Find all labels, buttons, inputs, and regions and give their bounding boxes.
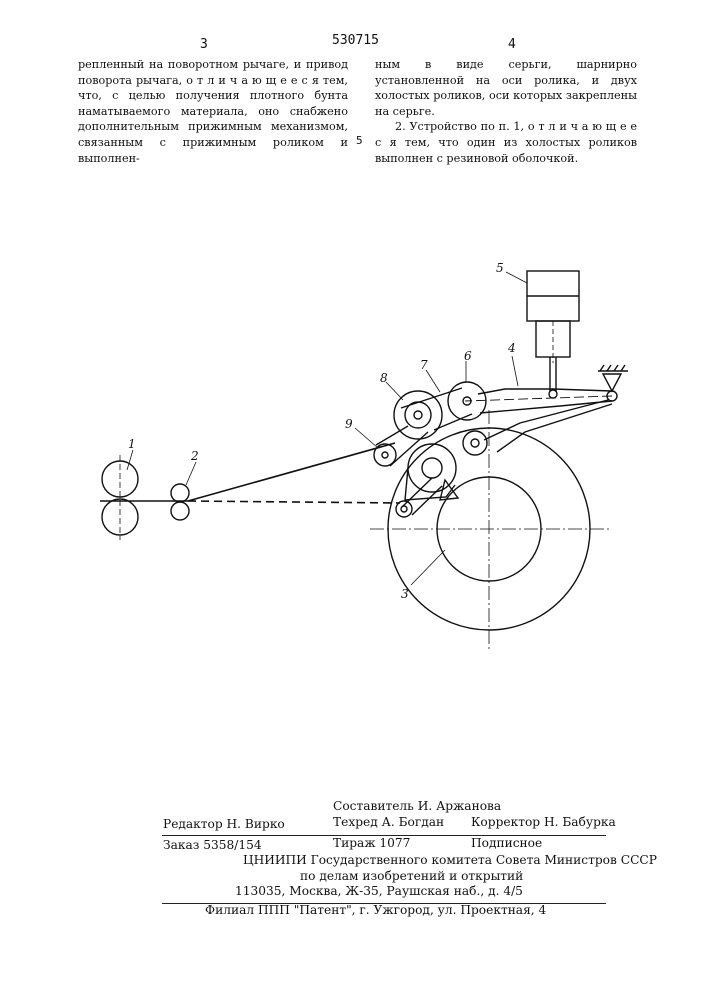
- address-line: 113035, Москва, Ж-35, Раушская наб., д. …: [235, 884, 523, 898]
- corrector-line: Корректор Н. Бабурка: [471, 815, 616, 829]
- editor-line: Редактор Н. Вирко: [163, 817, 285, 831]
- guide-roller-bottom: [171, 502, 189, 520]
- label-1: 1: [128, 437, 136, 451]
- affairs-line: по делам изобретений и открытий: [300, 869, 523, 883]
- branch-line: Филиал ППП "Патент", г. Ужгород, ул. Про…: [205, 903, 546, 917]
- circulation-line: Тираж 1077: [333, 836, 410, 850]
- label-9: 9: [345, 417, 353, 431]
- subscription-line: Подписное: [471, 836, 542, 850]
- guide-roller-top: [171, 484, 189, 502]
- institute-line: ЦНИИПИ Государственного комитета Совета …: [243, 853, 657, 867]
- label-2: 2: [190, 449, 199, 463]
- mechanism-drawing: 1 2 3 4 5 6 7 8 9: [0, 0, 707, 700]
- order-line: Заказ 5358/154: [163, 838, 262, 852]
- label-3: 3: [401, 587, 409, 601]
- lever-upper-edge: [478, 389, 612, 394]
- compiler-line: Составитель И. Аржанова: [333, 799, 501, 813]
- label-5: 5: [496, 261, 504, 275]
- label-4: 4: [507, 341, 516, 355]
- techred-line: Техред А. Богдан: [333, 815, 444, 829]
- swing-arm: [484, 400, 608, 440]
- label-6: 6: [464, 349, 472, 363]
- material-path-upper: [188, 443, 395, 501]
- label-7: 7: [420, 358, 428, 372]
- label-8: 8: [380, 371, 388, 385]
- material-path-lower: [188, 501, 400, 503]
